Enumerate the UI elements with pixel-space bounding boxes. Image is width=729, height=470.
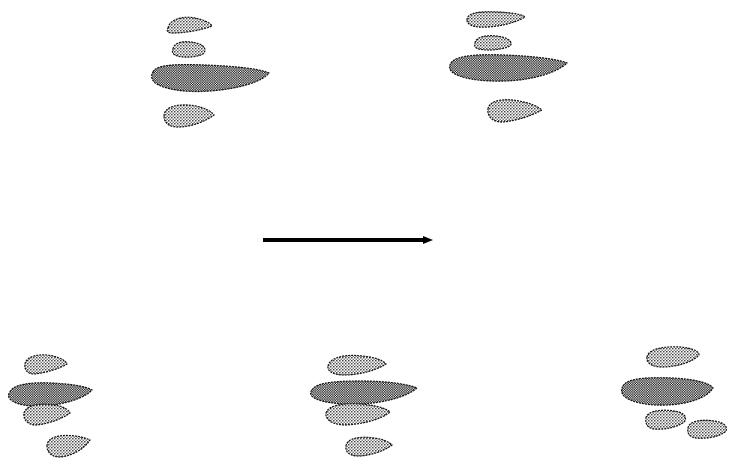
blob: [152, 65, 269, 92]
blob: [311, 381, 417, 404]
blob: [326, 404, 390, 425]
blob: [328, 355, 386, 375]
blob: [167, 17, 212, 33]
blob: [688, 420, 727, 438]
bottom-left-cluster: [9, 355, 93, 457]
blob: [622, 378, 713, 405]
top-right-cluster: [450, 12, 567, 122]
blob: [475, 36, 512, 50]
blob: [488, 100, 542, 122]
bottom-middle-cluster: [311, 355, 417, 456]
blob: [164, 105, 214, 127]
bottom-right-cluster: [622, 347, 727, 438]
blob: [9, 383, 93, 406]
blob: [47, 435, 90, 457]
blob: [172, 42, 205, 57]
blob: [24, 404, 70, 425]
blob: [467, 12, 525, 28]
blob: [346, 437, 392, 456]
blob: [450, 55, 567, 81]
blob: [25, 355, 67, 374]
top-left-cluster: [152, 17, 269, 127]
blob: [646, 410, 686, 429]
blob: [647, 347, 699, 367]
